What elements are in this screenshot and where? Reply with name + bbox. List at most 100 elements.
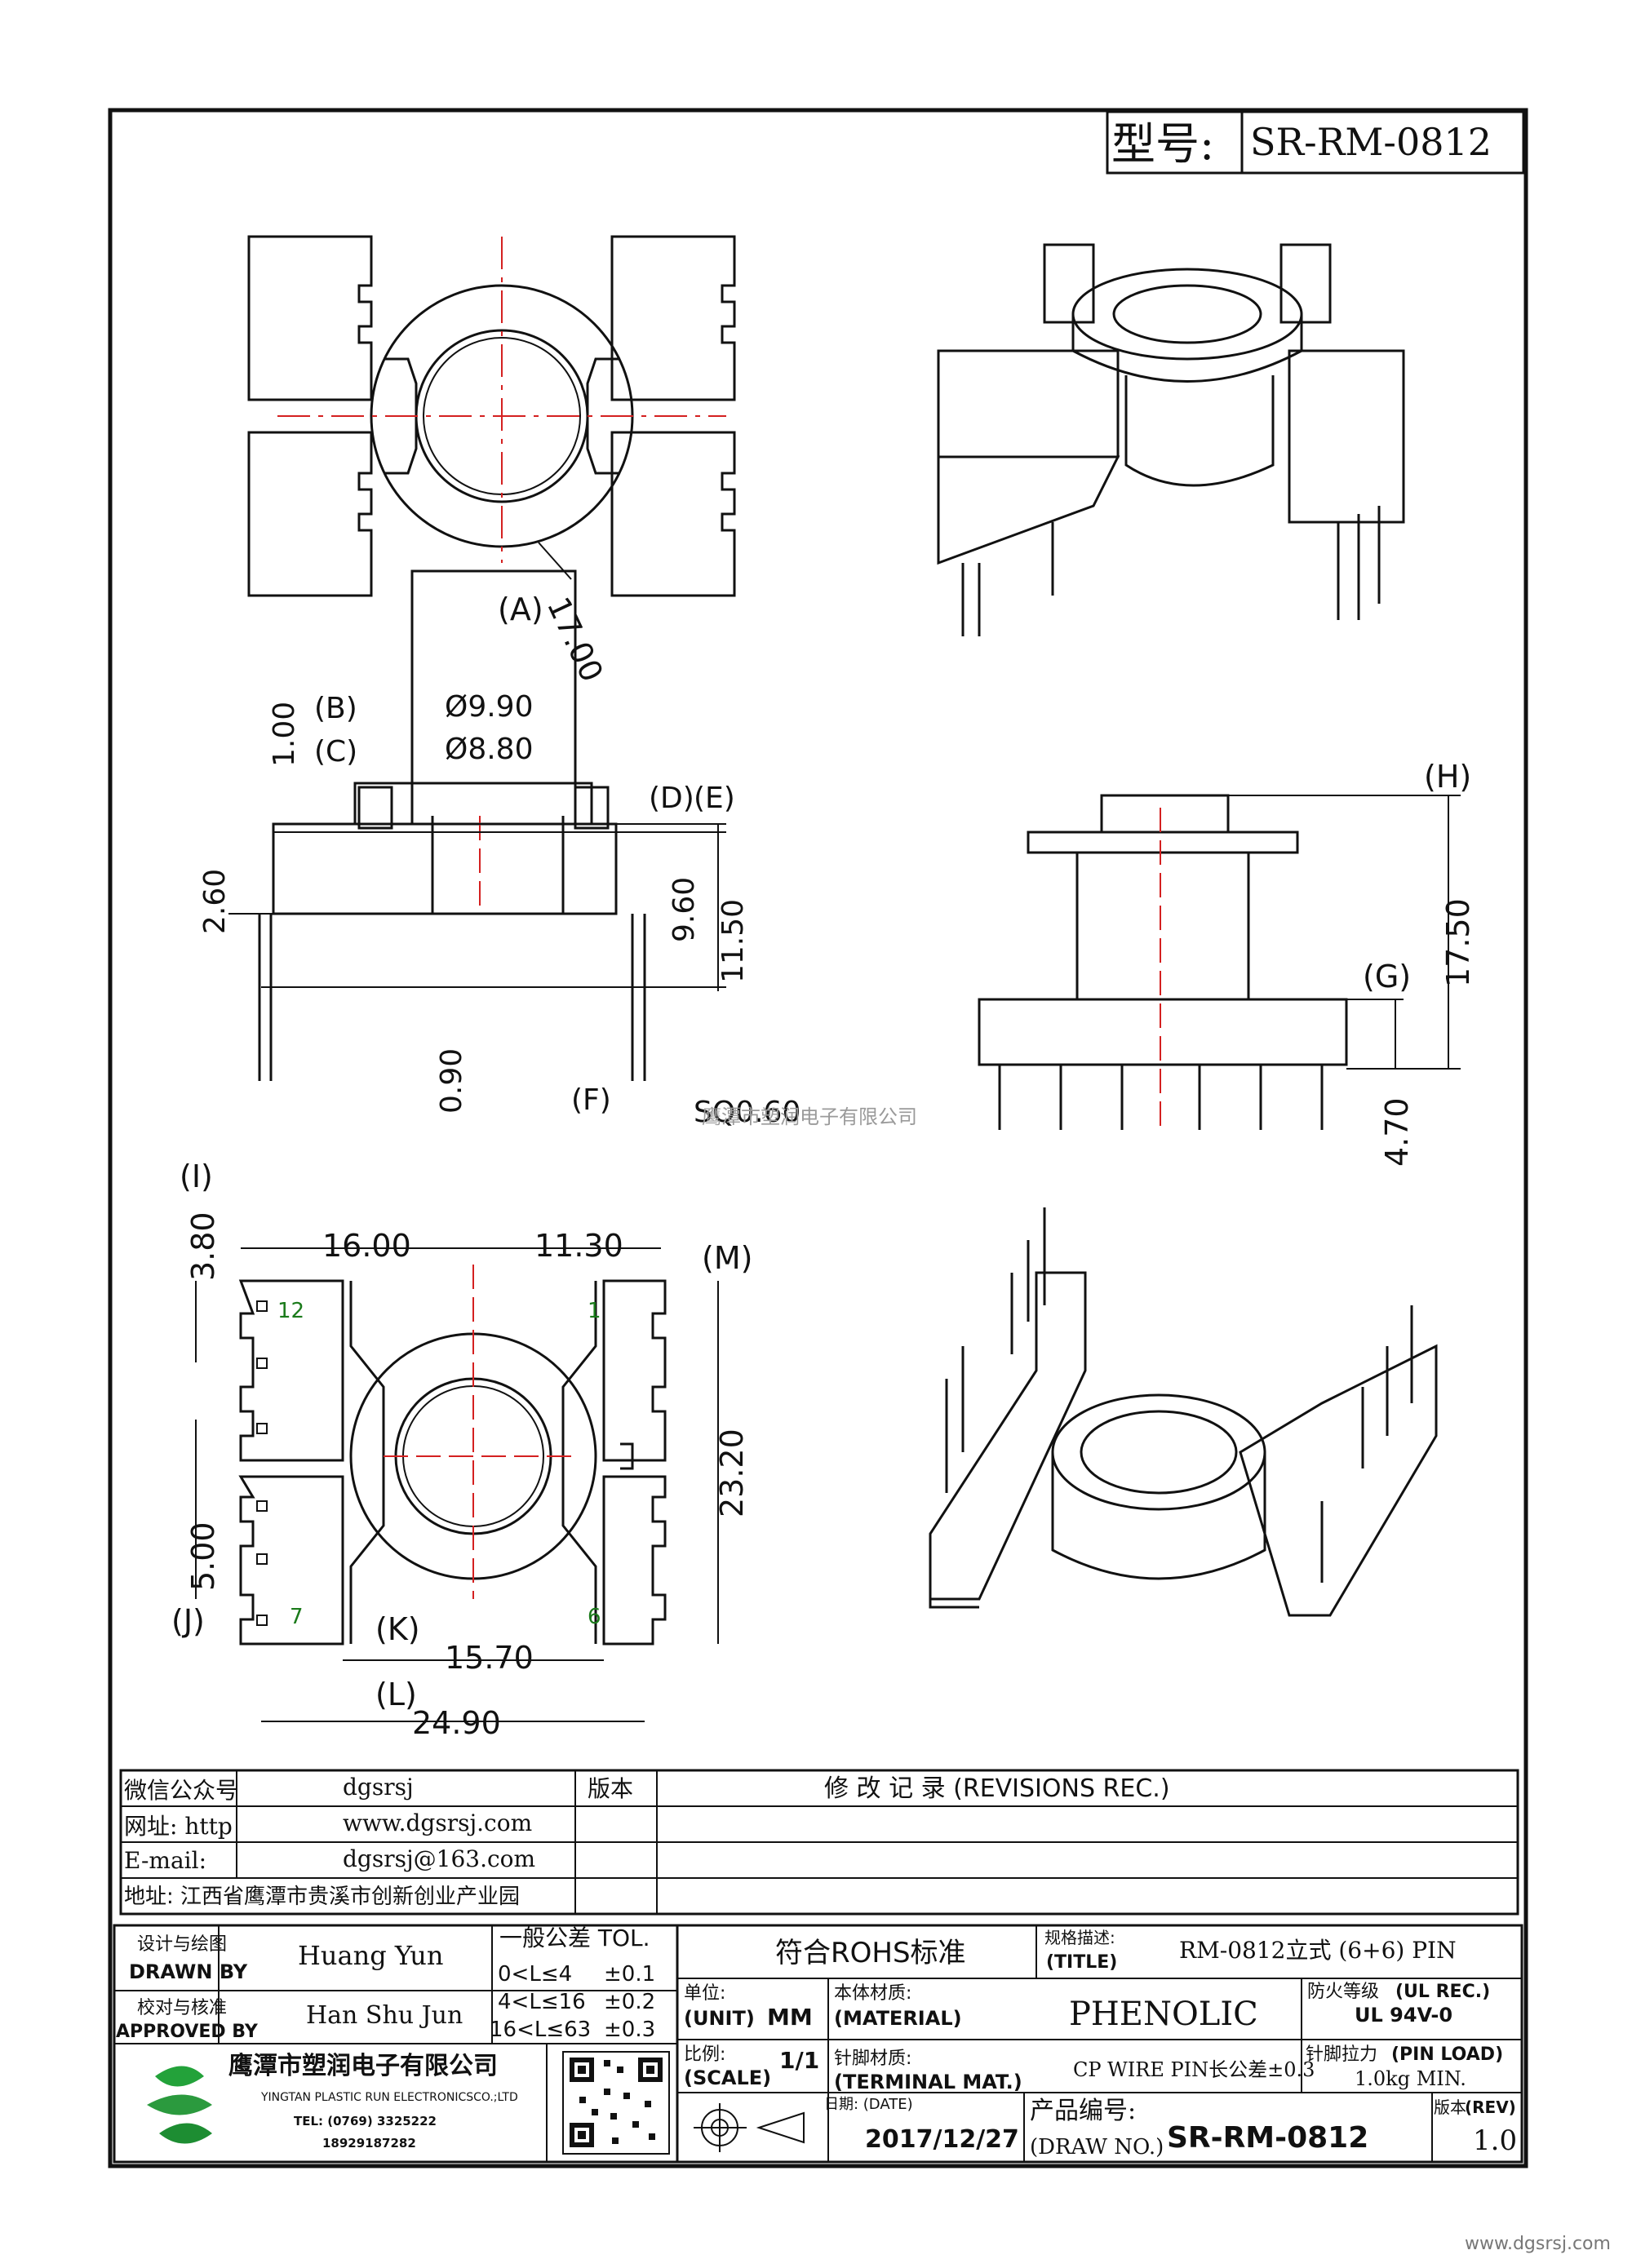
info-table: 微信公众号 dgsrsj 网址: http www.dgsrsj.com E-m… (119, 1769, 1519, 1916)
scale-value: 1/1 (779, 2047, 819, 2074)
tol2-val: ±0.2 (604, 1990, 655, 2014)
material-cn: 本体材质: (834, 1983, 911, 2004)
watermark: 鹰潭市塑润电子有限公司 (702, 1105, 917, 1128)
date-value: 2017/12/27 (865, 2125, 1019, 2154)
tol3-range: 16<L≤63 (490, 2018, 591, 2042)
model-value: SR-RM-0812 (1250, 120, 1492, 164)
drawno-value: SR-RM-0812 (1167, 2121, 1368, 2155)
dim-2-60: 2.60 (198, 869, 232, 934)
pinload-value: 1.0kg MIN. (1355, 2067, 1466, 2090)
wechat-label: 微信公众号 (124, 1777, 238, 1804)
dim-A-label: (A) (498, 591, 543, 627)
dim-F-value: SQ0.60 (694, 1096, 800, 1129)
dim-0-90: 0.90 (435, 1048, 468, 1114)
tol1-range: 0<L≤4 (498, 1962, 572, 1987)
fire-value: UL 94V-0 (1355, 2004, 1452, 2027)
material-en: (MATERIAL) (834, 2007, 962, 2030)
unit-en: (UNIT) (684, 2007, 755, 2030)
dim-L-value: 24.90 (412, 1705, 501, 1741)
design-cn: 设计与绘图 (137, 1934, 227, 1955)
web-value: www.dgsrsj.com (343, 1810, 532, 1836)
material-value: PHENOLIC (1069, 1996, 1258, 2033)
spec-cn: 规格描述: (1044, 1928, 1115, 1947)
approver: Han Shu Jun (306, 2001, 463, 2030)
title-block: 设计与绘图 DRAWN BY Huang Yun 校对与核准 APPROVED … (113, 1924, 1523, 2164)
qr-code (562, 2051, 670, 2155)
unit-value: MM (767, 2004, 813, 2031)
company-logo (147, 2066, 212, 2144)
company-mobile: 18929187282 (322, 2136, 416, 2151)
tol2-range: 4<L≤16 (498, 1990, 586, 2014)
pin-12: 12 (277, 1299, 304, 1323)
dim-I-value: 3.80 (185, 1212, 221, 1281)
tol1-val: ±0.1 (604, 1962, 655, 1987)
design-en: DRAWN BY (129, 1960, 248, 1983)
dim-K-label: (K) (375, 1611, 420, 1647)
tol-head: 一般公差 TOL. (499, 1925, 650, 1951)
pin-7: 7 (290, 1605, 304, 1629)
term-cn: 针脚材质: (834, 2049, 911, 2069)
front-view: (H) 17.50 (G) 4.70 (978, 759, 1476, 1167)
term-en: (TERMINAL MAT.) (834, 2071, 1022, 2093)
drawno-en: (DRAW NO.) (1030, 2135, 1164, 2159)
pinload-cn: 针脚拉力 (1306, 2044, 1377, 2065)
dim-B-label: (B) (314, 692, 357, 725)
rev-cn: 版本 (1434, 2097, 1466, 2117)
dim-E-label: (E) (694, 782, 735, 815)
side-view: (B) Ø9.90 1.00 (C) Ø8.80 (D) (E) 2.60 9.… (198, 569, 800, 1129)
dim-C-value: Ø8.80 (445, 733, 534, 766)
unit-cn: 单位: (684, 1983, 725, 2004)
company-name-en: YINGTAN PLASTIC RUN ELECTRONICSCO.;LTD (260, 2091, 518, 2104)
dim-M-value: 23.20 (714, 1429, 750, 1517)
dim-J-value: 5.00 (185, 1522, 221, 1591)
dim-H-value: 17.50 (1440, 898, 1476, 987)
pin-1: 1 (588, 1299, 601, 1323)
date-cn: 日期: (DATE) (824, 2096, 913, 2113)
approve-cn: 校对与核准 (137, 1998, 227, 2018)
pin-6: 6 (588, 1605, 601, 1629)
sheet-frame (108, 108, 1528, 2168)
dim-11-30: 11.30 (534, 1228, 623, 1264)
dim-B-value: Ø9.90 (445, 690, 534, 724)
dim-H-label: (H) (1424, 759, 1471, 795)
drawno-cn: 产品编号: (1030, 2097, 1136, 2125)
scale-cn: 比例: (684, 2044, 725, 2065)
spec-value: RM-0812立式 (6+6) PIN (1179, 1937, 1457, 1964)
iso-bottom-view (929, 1207, 1438, 1617)
projection-symbol (694, 2103, 805, 2152)
dim-9-60: 9.60 (667, 877, 701, 942)
dim-16: 16.00 (322, 1228, 411, 1264)
wechat-value: dgsrsj (343, 1774, 414, 1801)
dim-K-value: 15.70 (445, 1640, 534, 1676)
scale-en: (SCALE) (684, 2066, 771, 2089)
footer-url: www.dgsrsj.com (1465, 2234, 1611, 2254)
web-label: 网址: http (124, 1813, 233, 1840)
dim-G-label: (G) (1363, 959, 1411, 994)
spec-en: (TITLE) (1046, 1952, 1117, 1973)
dim-I-label: (I) (180, 1158, 213, 1194)
address: 地址: 江西省鹰潭市贵溪市创新创业产业园 (124, 1885, 520, 1909)
dim-F-label: (F) (571, 1083, 611, 1117)
dim-C-label: (C) (314, 735, 357, 769)
pinload-en: (PIN LOAD) (1391, 2044, 1503, 2065)
dim-G-value: 4.70 (1379, 1097, 1415, 1167)
company-tel: TEL: (0769) 3325222 (294, 2114, 437, 2128)
fire-cn: 防火等级 (1307, 1982, 1379, 2002)
tol3-val: ±0.3 (604, 2018, 655, 2042)
dim-L-label: (L) (375, 1677, 417, 1712)
revisions-head: 修 改 记 录 (REVISIONS REC.) (824, 1774, 1170, 1803)
iso-top-view (937, 243, 1405, 636)
approve-en: APPROVED BY (116, 2022, 259, 2042)
rohs: 符合ROHS标准 (775, 1937, 966, 1969)
email-label: E-mail: (124, 1847, 206, 1874)
fire-en: (UL REC.) (1395, 1982, 1490, 2002)
email-value: dgsrsj@163.com (343, 1845, 535, 1872)
term-value: CP WIRE PIN长公差±0.3 (1073, 2058, 1315, 2081)
dim-B-side: 1.00 (268, 702, 301, 767)
rev-en: (REV) (1465, 2097, 1516, 2117)
company-name: 鹰潭市塑润电子有限公司 (228, 2052, 498, 2080)
version-head: 版本 (588, 1775, 633, 1802)
rev-value: 1.0 (1473, 2124, 1517, 2157)
designer: Huang Yun (298, 1940, 443, 1971)
